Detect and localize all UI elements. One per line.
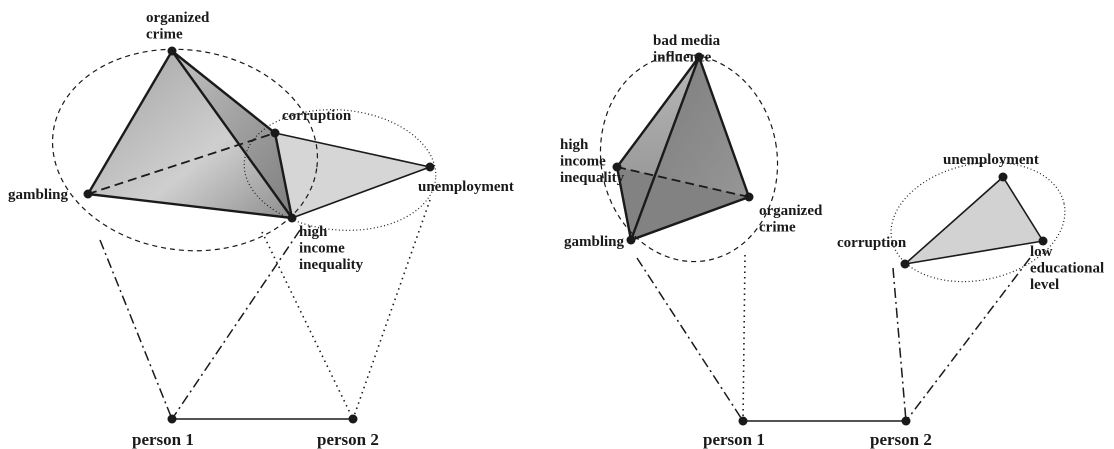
right-projection-line (905, 257, 1031, 422)
right-edge-hidden (616, 166, 750, 198)
left-face-unemployment (275, 133, 430, 218)
right-hyperedge-ellipse-1 (599, 53, 779, 263)
right-edge (1002, 176, 1044, 242)
left-label-person-1: person 1 (132, 430, 194, 449)
label-line: high (299, 224, 328, 240)
label-line: organized (146, 10, 210, 26)
right-projection-line (636, 257, 744, 422)
right-node-low-educational-level (1038, 236, 1048, 246)
label-line: crime (759, 220, 796, 236)
left-node-unemployment (425, 162, 435, 172)
right-node-person-1 (738, 416, 748, 426)
right-label-person-1: person 1 (703, 430, 765, 449)
left-node-organized-crime (167, 46, 177, 56)
left-node-corruption (270, 128, 280, 138)
left-edge-hidden (87, 132, 276, 195)
right-node-organized-crime (744, 192, 754, 202)
right-node-unemployment (998, 172, 1008, 182)
label-line: income (299, 241, 345, 257)
left-projection-line (99, 239, 173, 420)
left-face-front (88, 51, 292, 218)
left-node-person-2 (348, 414, 358, 424)
left-edge (171, 50, 276, 134)
right-node-high-income-inequality (612, 162, 622, 172)
left-edge (274, 132, 431, 168)
label-line: crime (146, 27, 183, 43)
left-edge (86, 50, 174, 195)
left-edge (273, 132, 294, 219)
left-hyperedge-ellipse-2 (243, 109, 437, 231)
right-projection-line (742, 254, 746, 422)
right-face-bottom (617, 167, 749, 240)
label-line: educational (1030, 261, 1104, 277)
left-hyperedge-ellipse-1 (51, 48, 319, 252)
right-edge (697, 56, 751, 198)
left-label-unemployment: unemployment (418, 179, 514, 195)
left-label-gambling: gambling (8, 187, 69, 203)
label-line: low (1030, 244, 1053, 260)
label-line: organized (759, 203, 823, 219)
left-edge (87, 192, 293, 220)
left-node-person-1 (167, 414, 177, 424)
right-label-person-2: person 2 (870, 430, 932, 449)
right-edge (904, 240, 1044, 265)
right-node-person-2 (901, 416, 911, 426)
left-label-corruption: corruption (282, 108, 352, 124)
right-label-unemployment: unemployment (943, 152, 1039, 168)
right-edge (615, 166, 633, 241)
label-line: bad media (653, 33, 721, 49)
label-line: income (560, 154, 606, 170)
right-label-gambling: gambling (564, 234, 625, 250)
right-label-corruption: corruption (837, 235, 907, 251)
label-line: influence (653, 50, 712, 66)
left-edge (171, 50, 293, 219)
left-edge (291, 166, 431, 219)
right-edge (630, 195, 750, 242)
label-line: inequality (560, 170, 625, 186)
right-node-gambling (626, 235, 636, 245)
left-node-high-income-inequality (287, 213, 297, 223)
left-label-person-2: person 2 (317, 430, 379, 449)
right-node-bad-media-influence (694, 52, 704, 62)
left-node-gambling (83, 189, 93, 199)
left-projection-line (352, 199, 431, 420)
label-line: high (560, 137, 589, 153)
right-projection-line (892, 267, 907, 422)
label-line: level (1030, 277, 1059, 293)
right-face-triangle-2 (905, 177, 1043, 264)
right-edge (904, 176, 1004, 265)
right-hyperedge-ellipse-2 (890, 161, 1066, 283)
right-edge (616, 56, 700, 168)
left-projection-line (171, 229, 301, 420)
label-line: inequality (299, 257, 364, 273)
right-edge (629, 56, 701, 241)
right-node-corruption (900, 259, 910, 269)
